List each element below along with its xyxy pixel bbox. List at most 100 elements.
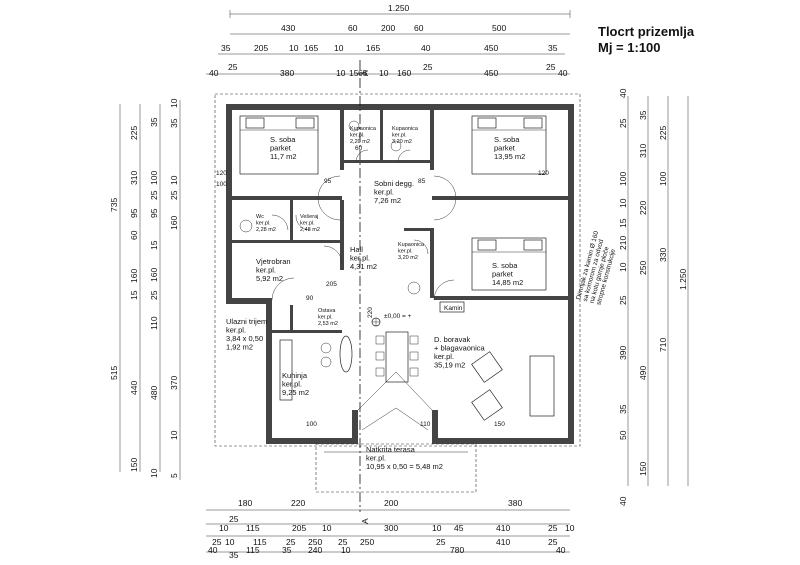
dim-bot-r5-4: 10 bbox=[341, 545, 351, 555]
dim-left-c2-2: 95 bbox=[129, 208, 139, 218]
inner-mark-1: 120 bbox=[216, 170, 227, 177]
drawing-title: Tlocrt prizemlja bbox=[598, 24, 695, 39]
inner-mark-5: 60 bbox=[355, 145, 363, 152]
dim-bot-r2-2: 115 bbox=[246, 523, 260, 533]
dim-right-c4-7: 40 bbox=[618, 496, 628, 506]
dim-bot-r1-1: 220 bbox=[291, 498, 305, 508]
dim-top-r2-3: 60 bbox=[414, 23, 424, 33]
dim-bot-r3-0: 25 bbox=[212, 537, 222, 547]
toilet-wc bbox=[239, 219, 253, 233]
dim-left-c4-1: 35 bbox=[169, 118, 179, 128]
dim-left-outer-1: 515 bbox=[109, 366, 119, 380]
inner-mark-10: 120 bbox=[538, 170, 549, 177]
armchair-2 bbox=[471, 389, 503, 421]
dim-right-c3-3: 210 bbox=[618, 236, 628, 250]
left-dimensions: 735 515 225 310 95 100 160 480 440 150 3… bbox=[109, 98, 181, 480]
dim-top-r4-11: 40 bbox=[558, 68, 568, 78]
dim-left-c3-4: 15 bbox=[129, 290, 139, 300]
dim-left-outer-0: 735 bbox=[109, 198, 119, 212]
dining-table bbox=[385, 331, 409, 383]
dim-bot-r3-5: 25 bbox=[338, 537, 348, 547]
dim-bot-r3-9: 25 bbox=[548, 537, 558, 547]
dim-right-c4-1: 25 bbox=[618, 118, 628, 128]
dim-top-r3-0: 35 bbox=[221, 43, 231, 53]
dim-bot-r2-6: 10 bbox=[432, 523, 442, 533]
room-label-hall-sleeping: Sobni degg.ker.pl.7,26 m2 bbox=[374, 179, 414, 205]
dim-bot-r5-2: 35 bbox=[282, 545, 292, 555]
dim-bot-r2-4: 10 bbox=[322, 523, 332, 533]
armchair-1 bbox=[471, 351, 503, 383]
interior-walls bbox=[232, 110, 568, 333]
exterior-walls bbox=[226, 104, 574, 444]
dim-bot-r1-3: 380 bbox=[508, 498, 522, 508]
section-mark-bottom: A bbox=[360, 518, 370, 524]
dim-left-c2-6: 440 bbox=[129, 381, 139, 395]
dim-bot-r3-1: 10 bbox=[225, 537, 235, 547]
dim-top-r4-1: 25 bbox=[228, 62, 238, 72]
kitchen-island bbox=[339, 335, 353, 373]
dim-right-c3-2: 100 bbox=[618, 172, 628, 186]
roof-outline bbox=[214, 93, 581, 447]
dim-top-r3-3: 165 bbox=[304, 43, 318, 53]
inner-mark-3: 95 bbox=[324, 178, 332, 185]
dim-left-c2-0: 225 bbox=[129, 126, 139, 140]
section-mark-top: A bbox=[360, 70, 370, 76]
level-mark: ±0,00 = + bbox=[371, 313, 412, 327]
bed-left bbox=[239, 115, 319, 175]
dim-top-r3-7: 450 bbox=[484, 43, 498, 53]
dim-right-c2-2: 220 bbox=[638, 201, 648, 215]
dim-bot-r2-0: 10 bbox=[219, 523, 229, 533]
dim-left-c4-4: 160 bbox=[169, 216, 179, 230]
chimney-note: Dimnjak za kamin Ø 160 sa komorom za odv… bbox=[575, 229, 621, 306]
dim-bot-r1-0: 180 bbox=[238, 498, 252, 508]
dim-bot-r3-7: 25 bbox=[436, 537, 446, 547]
dim-top-r3-2: 10 bbox=[289, 43, 299, 53]
dim-top-r2-1: 60 bbox=[348, 23, 358, 33]
toilet-mid bbox=[407, 281, 421, 295]
dim-right-c3-0: 35 bbox=[638, 110, 648, 120]
dim-right-c3-1: 310 bbox=[638, 144, 648, 158]
dim-right-c2-4: 710 bbox=[658, 338, 668, 352]
dim-top-r4-10: 25 bbox=[546, 62, 556, 72]
dim-top-r4-4: 15 bbox=[349, 68, 359, 78]
dim-left-c4-5: 10 bbox=[169, 430, 179, 440]
dim-left-c4-3: 25 bbox=[169, 190, 179, 200]
dim-top-r4-9: 450 bbox=[484, 68, 498, 78]
dim-right-c2-1: 100 bbox=[658, 172, 668, 186]
dim-top-r4-5: 65 bbox=[358, 68, 368, 78]
dim-right-total: 1.250 bbox=[678, 268, 688, 290]
dim-right-c2-3: 330 bbox=[658, 248, 668, 262]
dim-bot-r2-7: 45 bbox=[454, 523, 464, 533]
dim-left-c3-11: 10 bbox=[149, 468, 159, 478]
sofa bbox=[529, 355, 555, 417]
dim-left-c3-9: 110 bbox=[149, 316, 159, 330]
dim-left-c4-2: 10 bbox=[169, 175, 179, 185]
door-swings bbox=[271, 149, 457, 431]
dim-bot-r3-4: 250 bbox=[308, 537, 322, 547]
dim-right-c2-5: 490 bbox=[638, 366, 648, 380]
dim-left-c2-7: 150 bbox=[129, 458, 139, 472]
dim-left-c4-0: 10 bbox=[169, 98, 179, 108]
dim-top-r4-2: 380 bbox=[280, 68, 294, 78]
dim-top-r3-8: 35 bbox=[548, 43, 558, 53]
dim-top-r4-6: 10 bbox=[379, 68, 389, 78]
dim-left-c3-7: 160 bbox=[149, 268, 159, 282]
dim-right-c2-6: 150 bbox=[638, 462, 648, 476]
dim-right-c3-5: 390 bbox=[618, 346, 628, 360]
inner-mark-6: 205 bbox=[326, 281, 337, 288]
dim-left-c3-10: 370 bbox=[169, 376, 179, 390]
dim-bot-r3-2: 115 bbox=[253, 537, 267, 547]
dim-bot-r2-9: 25 bbox=[548, 523, 558, 533]
dim-left-c2-1: 310 bbox=[129, 171, 139, 185]
